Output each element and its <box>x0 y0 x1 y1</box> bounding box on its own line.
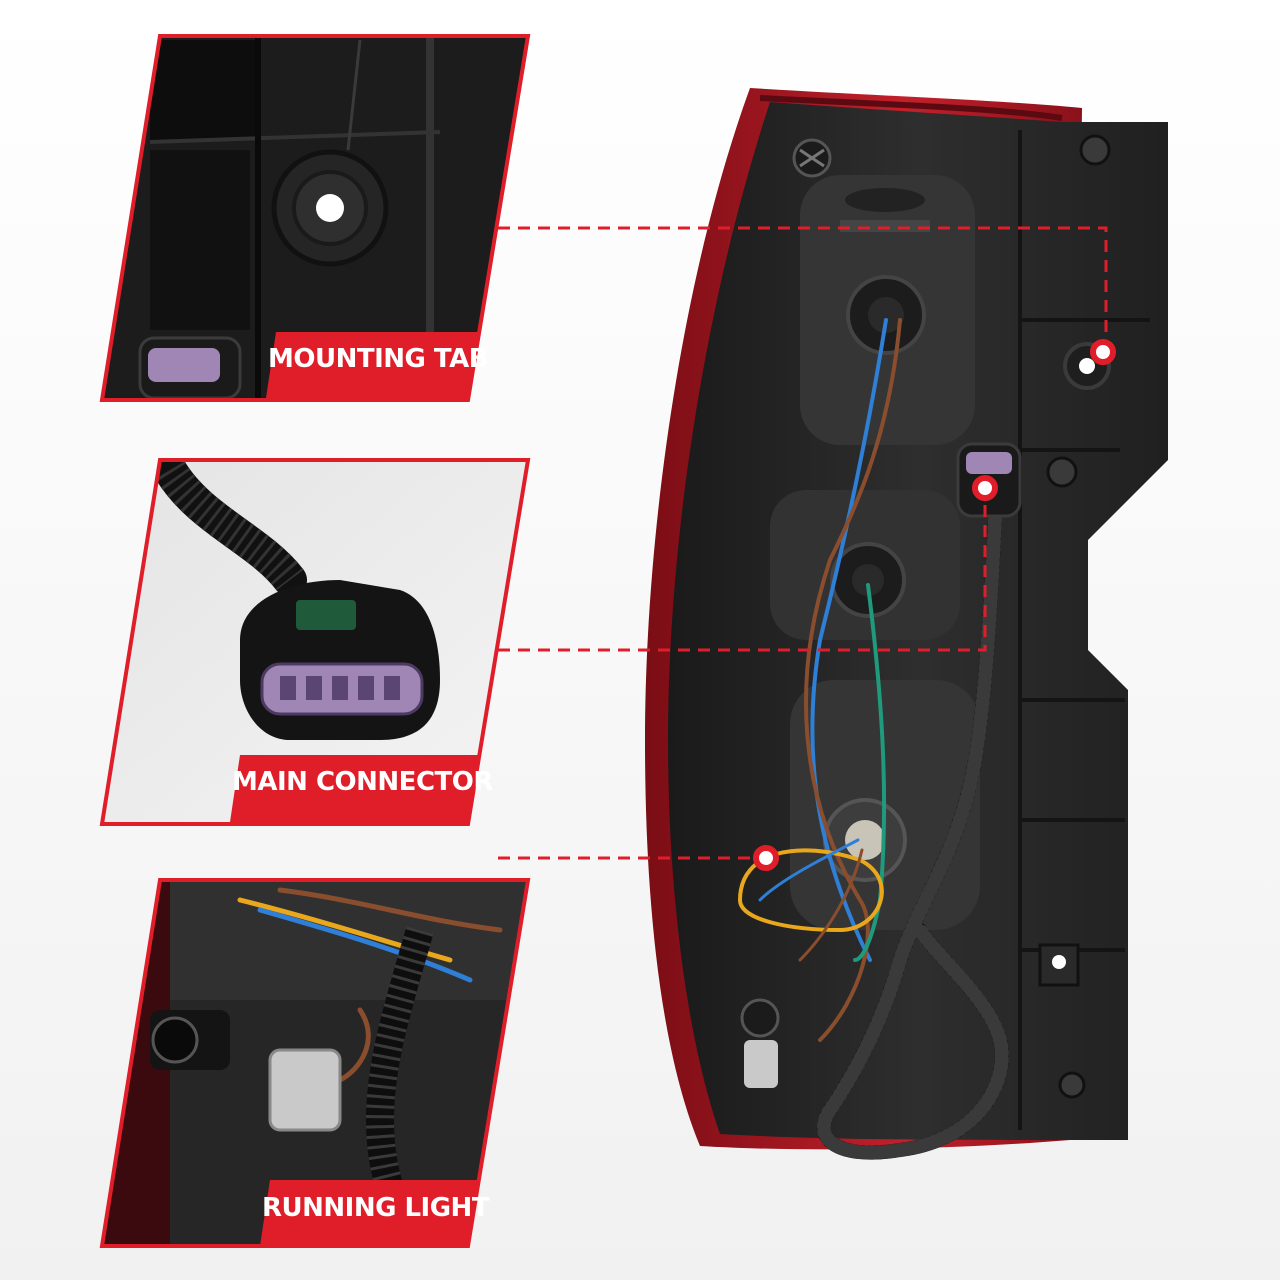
mounting-tab-label-bg <box>266 332 478 398</box>
wire-loom <box>817 513 1009 1160</box>
running-light-label: RUNNING LIGHT <box>262 1193 490 1223</box>
main-connector-label-bg <box>230 755 478 822</box>
running-light-clip <box>150 1010 230 1070</box>
main-connector-icon <box>240 580 440 740</box>
callout-lines <box>498 226 1108 860</box>
running-light-socket <box>268 1048 342 1132</box>
bulb-chamber-middle <box>770 490 960 640</box>
callout-markers <box>753 339 1116 871</box>
mounting-tab-panel <box>99 34 531 402</box>
top-clip <box>792 138 832 178</box>
main-connector-label: MAIN CONNECTOR <box>232 767 493 797</box>
mounting-tab-label: MOUNTING TAB <box>268 344 489 374</box>
tail-light-assembly <box>645 88 1168 1160</box>
bottom-clip <box>740 998 780 1088</box>
mounting-tab-connector-icon <box>138 336 242 400</box>
wiring <box>737 318 902 1042</box>
main-connector-panel <box>99 458 531 826</box>
running-light-label-bg <box>260 1180 478 1246</box>
